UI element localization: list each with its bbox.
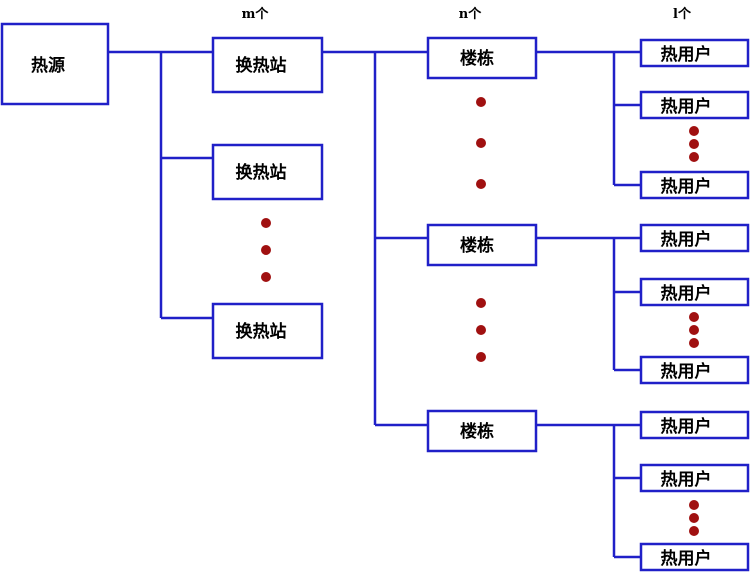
user-label: 热用户 <box>661 176 712 197</box>
ellipsis-dots-buildings-lower <box>476 298 486 362</box>
station-node-2: 换热站 <box>211 143 324 201</box>
user-label: 热用户 <box>661 44 712 65</box>
ellipsis-dots-stations <box>261 218 271 282</box>
user-label: 热用户 <box>661 361 712 382</box>
user-node: 热用户 <box>639 542 750 572</box>
user-node: 热用户 <box>639 410 750 440</box>
connectors-buildings-to-users <box>536 50 641 559</box>
building-label: 楼栋 <box>460 235 494 256</box>
building-node-1: 楼栋 <box>426 36 538 80</box>
ellipsis-dots-buildings-upper <box>476 97 486 189</box>
user-node: 热用户 <box>639 38 750 68</box>
connectors-source-to-stations <box>108 50 213 320</box>
header-users-count: l个 <box>673 6 692 22</box>
user-label: 热用户 <box>661 283 712 304</box>
user-node: 热用户 <box>639 463 750 493</box>
user-label: 热用户 <box>661 548 712 569</box>
user-node: 热用户 <box>639 90 750 120</box>
user-node: 热用户 <box>639 355 750 385</box>
ellipsis-dots-users-3 <box>689 500 699 536</box>
heat-source-label: 热源 <box>31 55 65 76</box>
heat-source-node: 热源 <box>0 22 110 106</box>
user-node: 热用户 <box>639 223 750 253</box>
building-node-n: 楼栋 <box>426 409 538 453</box>
connectors-station-to-buildings <box>322 50 428 427</box>
user-label: 热用户 <box>661 229 712 250</box>
user-label: 热用户 <box>661 96 712 117</box>
station-label: 换热站 <box>236 162 287 183</box>
user-label: 热用户 <box>661 416 712 437</box>
building-node-2: 楼栋 <box>426 223 538 267</box>
user-node: 热用户 <box>639 170 750 200</box>
user-label: 热用户 <box>661 469 712 490</box>
building-label: 楼栋 <box>460 421 494 442</box>
header-buildings-count: n个 <box>459 6 482 22</box>
station-node-1: 换热站 <box>211 36 324 94</box>
station-label: 换热站 <box>236 321 287 342</box>
station-label: 换热站 <box>236 55 287 76</box>
ellipsis-dots-users-2 <box>689 312 699 348</box>
ellipsis-dots-users-1 <box>689 126 699 162</box>
user-node: 热用户 <box>639 277 750 307</box>
station-node-m: 换热站 <box>211 302 324 360</box>
building-label: 楼栋 <box>460 48 494 69</box>
header-stations-count: m个 <box>242 6 270 22</box>
